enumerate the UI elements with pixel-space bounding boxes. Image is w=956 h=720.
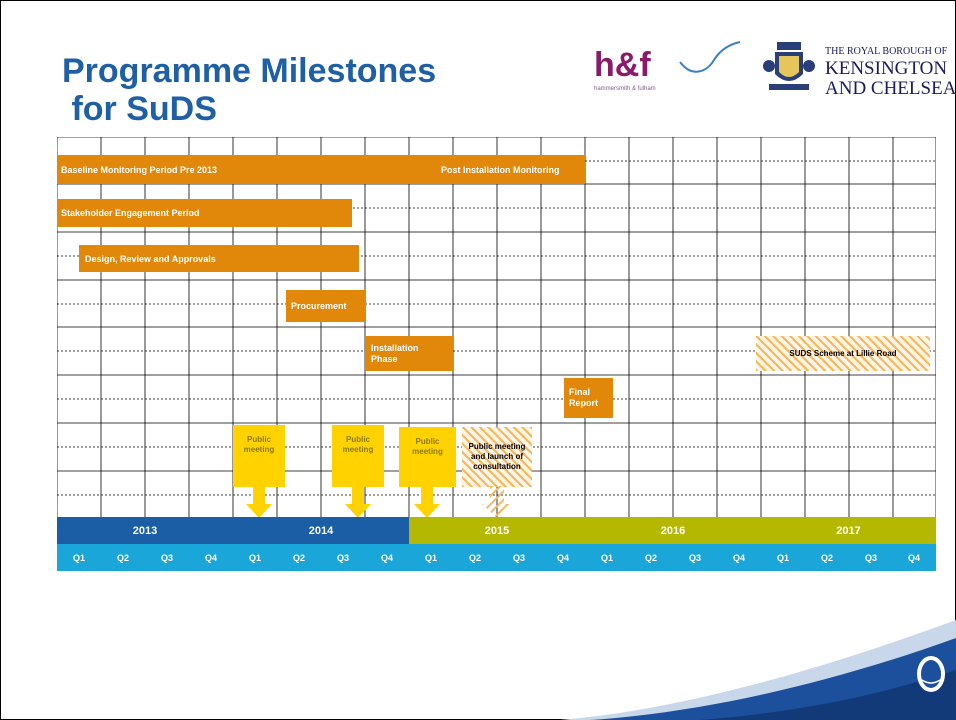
year-2014-label: 2014 xyxy=(308,524,334,537)
year-2013: 2013 xyxy=(57,517,233,544)
quarter-cell: Q1 xyxy=(72,552,85,563)
bar-stakeholder-engagement: Stakeholder Engagement Period xyxy=(57,199,352,227)
thames-water-logo-icon xyxy=(917,656,945,692)
year-2017-label: 2017 xyxy=(836,524,861,537)
bar-baseline-label: Baseline Monitoring Period Pre 2013 xyxy=(61,164,218,175)
year-2015-label: 2015 xyxy=(484,524,510,537)
quarter-cell: Q3 xyxy=(512,552,525,563)
bar-baseline-monitoring: Baseline Monitoring Period Pre 2013 xyxy=(57,155,437,184)
quarter-cell: Q4 xyxy=(204,552,217,563)
quarter-cell: Q1 xyxy=(776,552,789,563)
rbkc-line-2: AND CHELSEA xyxy=(825,78,956,99)
bar-design-label: Design, Review and Approvals xyxy=(85,253,216,264)
arrow-down-icon xyxy=(414,486,440,518)
quarters-row xyxy=(57,544,936,571)
public-meeting-2: Public meeting xyxy=(332,425,384,487)
wave-decoration xyxy=(560,620,956,720)
bar-final-report: Final Report xyxy=(564,378,613,418)
quarter-cell: Q1 xyxy=(248,552,261,563)
title-line-2: for SuDS xyxy=(62,90,217,128)
year-2016-label: 2016 xyxy=(660,524,686,537)
arrow-down-icon xyxy=(246,486,272,518)
rbkc-line-1: KENSINGTON xyxy=(825,58,948,79)
quarter-cell: Q4 xyxy=(556,552,569,563)
quarter-cell: Q3 xyxy=(688,552,701,563)
bar-installation-phase: Installation Phase xyxy=(365,336,453,371)
public-meeting-launch-consultation: Public meeting and launch of consultatio… xyxy=(462,427,532,487)
title-line-1: Programme Milestones xyxy=(62,52,437,90)
bar-stakeholder-label: Stakeholder Engagement Period xyxy=(61,208,200,218)
arrow-down-icon xyxy=(345,486,371,518)
slide-title: Programme Milestones for SuDS xyxy=(62,52,436,128)
year-2013-label: 2013 xyxy=(132,524,158,537)
year-2017: 2017 xyxy=(761,517,936,544)
quarter-cell: Q2 xyxy=(820,552,833,563)
bar-procurement: Procurement xyxy=(286,290,366,322)
quarter-cell: Q2 xyxy=(468,552,481,563)
bar-procurement-label: Procurement xyxy=(291,301,347,311)
hf-logo-subtitle: hammersmith & fulham xyxy=(594,86,656,92)
public-meeting-1: Public meeting xyxy=(233,425,285,487)
quarter-cell: Q3 xyxy=(336,552,349,563)
bar-suds-label: SUDS Scheme at Lillie Road xyxy=(789,349,897,358)
bar-installation-label: Installation Phase xyxy=(371,342,419,364)
year-2014: 2014 xyxy=(233,517,409,544)
bar-suds-lillie-road: SUDS Scheme at Lillie Road xyxy=(756,336,930,371)
quarter-cell: Q2 xyxy=(644,552,657,563)
quarter-cell: Q1 xyxy=(424,552,437,563)
bar-final-report-label: Final Report xyxy=(569,387,598,408)
quarter-cell: Q3 xyxy=(864,552,877,563)
hf-logo: h&f hammersmith & fulham xyxy=(592,38,742,102)
bar-post-installation-monitoring: Post Installation Monitoring xyxy=(437,155,585,184)
quarter-cell: Q3 xyxy=(160,552,173,563)
rbkc-logo: THE ROYAL BOROUGH OF KENSINGTON AND CHEL… xyxy=(763,38,956,102)
quarter-cell: Q2 xyxy=(116,552,129,563)
bar-post-installation-label: Post Installation Monitoring xyxy=(441,164,560,175)
hf-logo-mark: h&f xyxy=(594,46,651,84)
public-meeting-4-label: Public meeting and launch of consultatio… xyxy=(468,442,526,471)
quarter-cell: Q4 xyxy=(907,552,920,563)
public-meeting-3-label: Public meeting xyxy=(412,437,443,456)
quarter-cell: Q2 xyxy=(292,552,305,563)
quarter-cell: Q4 xyxy=(732,552,745,563)
quarter-cell: Q1 xyxy=(600,552,613,563)
rbkc-crest-icon xyxy=(763,42,815,90)
public-meeting-3: Public meeting xyxy=(399,427,456,487)
year-2016: 2016 xyxy=(585,517,761,544)
bar-design-review-approvals: Design, Review and Approvals xyxy=(79,245,359,272)
public-meeting-1-label: Public meeting xyxy=(243,435,275,454)
rbkc-small-text: THE ROYAL BOROUGH OF xyxy=(825,46,948,57)
year-2015: 2015 xyxy=(409,517,585,544)
quarter-cell: Q4 xyxy=(380,552,393,563)
public-meeting-2-label: Public meeting xyxy=(342,435,374,454)
arrow-down-icon xyxy=(482,486,512,518)
